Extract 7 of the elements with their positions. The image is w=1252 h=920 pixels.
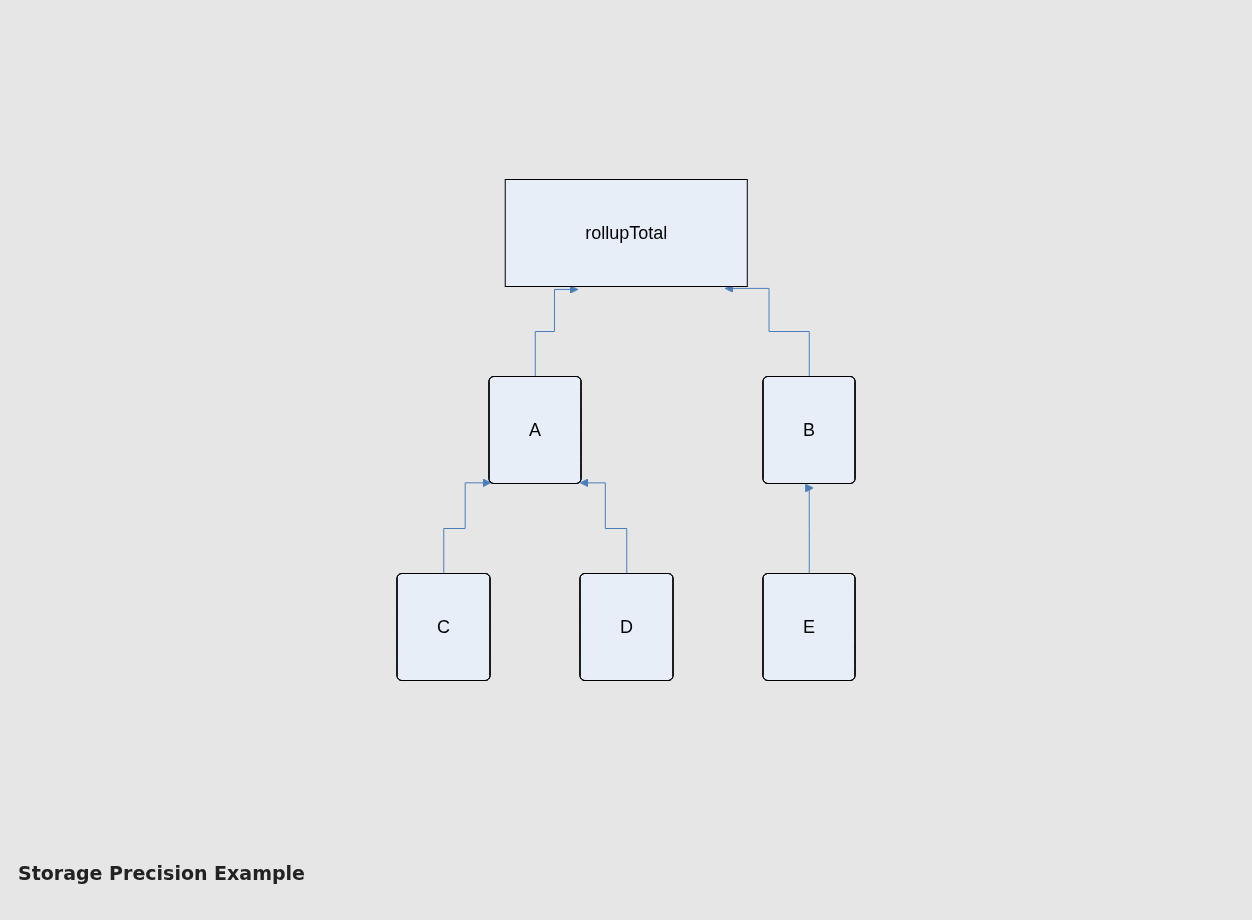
arrow [579, 478, 628, 575]
node-box: rollupTotal [504, 179, 748, 287]
caption: Storage Precision Example [18, 862, 305, 884]
arrow [443, 478, 492, 575]
arrow [724, 284, 810, 378]
arrow [805, 483, 814, 575]
arrow [534, 285, 579, 378]
